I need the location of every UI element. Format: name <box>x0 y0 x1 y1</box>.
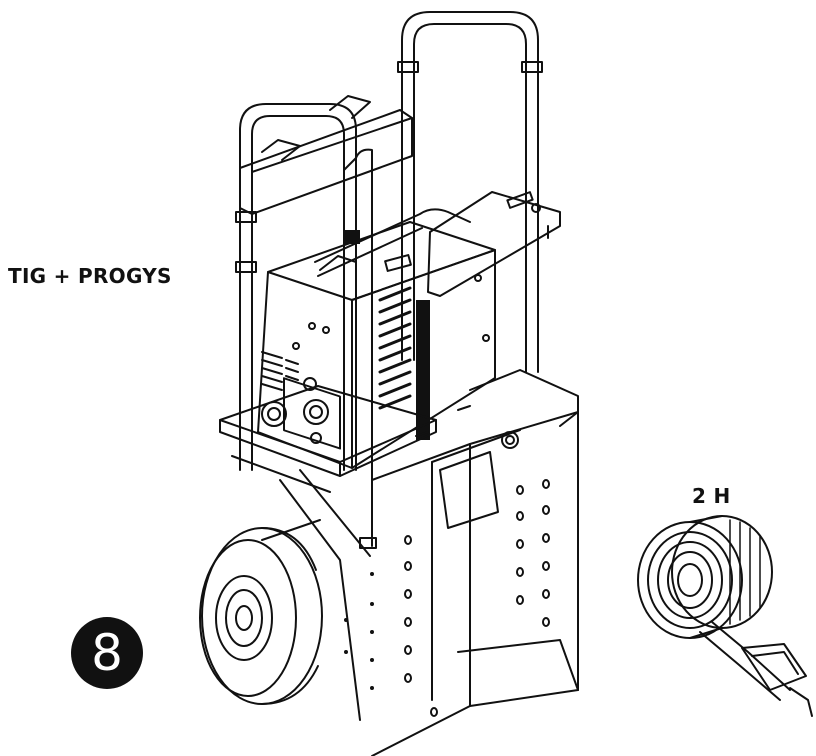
ratchet-buckle-illustration <box>741 643 807 691</box>
product-label: TIG + PROGYS <box>8 264 172 288</box>
strap-roll-illustration <box>637 515 813 717</box>
welder-unit <box>257 208 496 469</box>
strap-quantity-label: 2 H <box>692 484 731 508</box>
wheel <box>199 527 323 705</box>
top-bracket <box>319 191 561 297</box>
step-number-badge: 8 <box>71 617 143 689</box>
front-handle <box>235 103 377 549</box>
side-frame <box>261 469 371 721</box>
rear-handle <box>397 11 543 373</box>
crossbar <box>239 95 413 215</box>
bottle-cage <box>344 369 579 756</box>
